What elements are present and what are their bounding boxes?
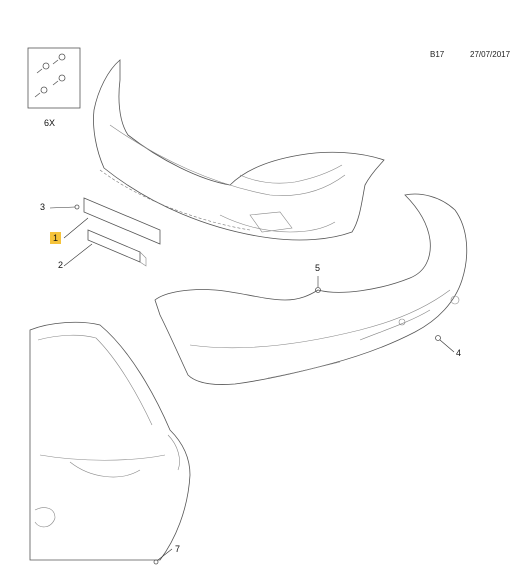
fastener-icon: [74, 204, 80, 210]
kit-quantity-label: 6X: [44, 118, 56, 128]
callout-1: 1: [50, 232, 62, 244]
diagram-code: B17: [430, 50, 445, 59]
fastener-icon: [435, 335, 441, 341]
lower-bumper-cover: [154, 193, 468, 385]
upper-bumper-fascia: [93, 59, 385, 241]
callout-4: 4: [456, 348, 462, 358]
callout-7: 7: [175, 544, 181, 554]
fastener-icon: [315, 287, 321, 293]
screw-icon: [34, 86, 48, 98]
license-plate-bracket: [83, 197, 161, 267]
fastener-icon: [153, 559, 159, 565]
callout-2: 2: [58, 260, 64, 270]
callout-5: 5: [315, 263, 321, 273]
screw-kit-box: [27, 47, 81, 109]
callout-3: 3: [40, 202, 46, 212]
screw-icon: [36, 62, 50, 74]
screw-icon: [52, 74, 66, 86]
screw-icon: [52, 53, 66, 65]
diagram-date: 27/07/2017: [470, 50, 511, 59]
tailgate: [29, 321, 191, 561]
